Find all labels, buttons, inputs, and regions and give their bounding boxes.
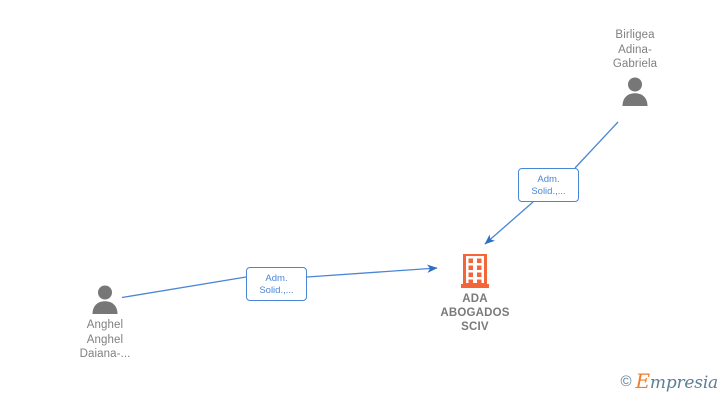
empresia-logo-initial: E	[635, 369, 651, 393]
node-company-ada-abogados[interactable]: ADA ABOGADOS SCIV	[410, 254, 540, 334]
copyright-icon: ©	[620, 373, 632, 390]
edge-label-line1: Adm.	[537, 173, 560, 185]
node-label-ada-abogados: ADA ABOGADOS SCIV	[440, 293, 510, 333]
edge-segment-birligea-out	[484, 201, 534, 245]
empresia-watermark: © Empresia	[620, 371, 718, 392]
node-person-anghel[interactable]: Anghel Anghel Daiana-...	[45, 284, 165, 362]
empresia-logo-rest: mpresia	[649, 373, 718, 393]
node-label-birligea: Birligea Adina- Gabriela	[612, 29, 658, 70]
person-icon	[622, 77, 648, 106]
node-label-anghel: Anghel Anghel Daiana-...	[79, 319, 131, 360]
edge-segment-birligea-in	[574, 121, 619, 169]
building-icon	[461, 254, 489, 288]
edge-segment-anghel-out	[306, 264, 438, 278]
node-person-birligea[interactable]: Birligea Adina- Gabriela	[575, 28, 695, 106]
empresia-logo: Empresia	[636, 371, 719, 392]
person-icon	[92, 285, 118, 314]
edge-segment-anghel-in	[121, 276, 247, 299]
edge-label-line2: Solid.,...	[259, 284, 294, 296]
edge-label-anghel[interactable]: Adm. Solid.,...	[246, 267, 307, 301]
edge-label-birligea[interactable]: Adm. Solid.,...	[518, 168, 579, 202]
edge-label-line2: Solid.,...	[531, 185, 566, 197]
edge-label-line1: Adm.	[265, 272, 288, 284]
